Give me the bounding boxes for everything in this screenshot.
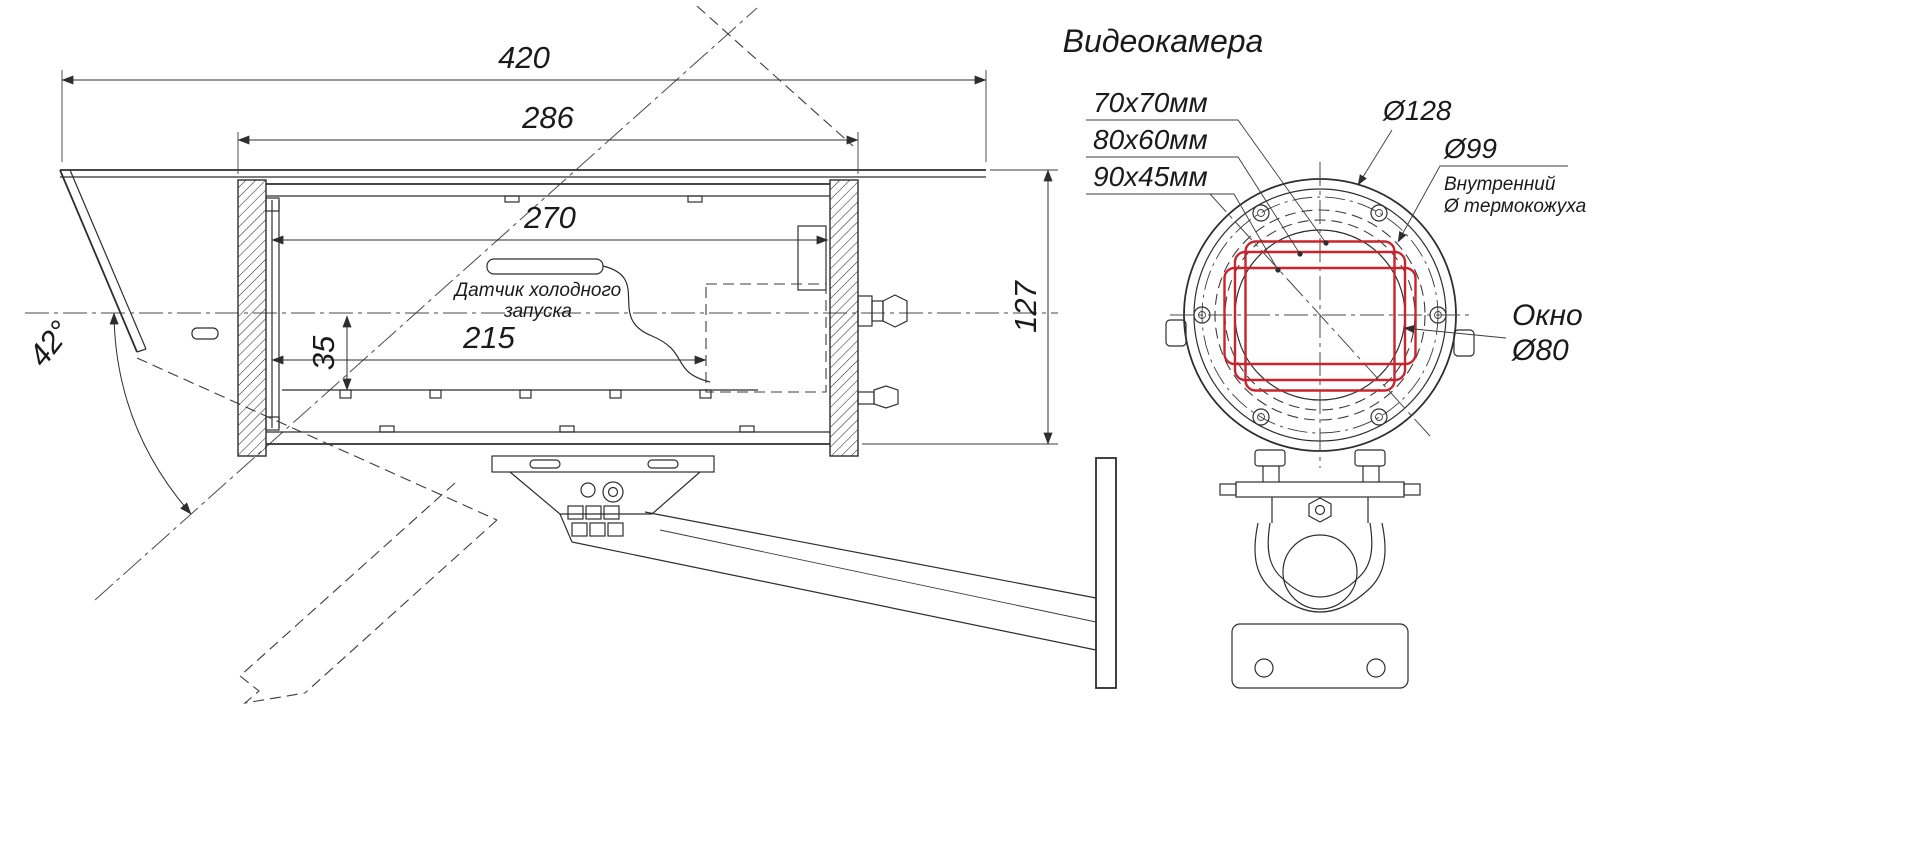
leader-70x70 <box>1086 119 1329 246</box>
right-lug <box>1453 329 1475 357</box>
camera-phantom-outline <box>705 283 827 393</box>
dim-label-270: 270 <box>523 200 576 235</box>
camera-size-label-70x70: 70x70мм <box>1093 87 1208 118</box>
dim-label-127: 127 <box>1008 279 1043 332</box>
sensor-label-line2: запуска <box>503 301 572 322</box>
tilt-angle-arc <box>109 312 192 515</box>
camera-size-label-80x60: 80x60мм <box>1093 124 1208 155</box>
tilt-axis-line <box>94 7 758 601</box>
dim-label-35: 35 <box>306 335 341 370</box>
side-view-dimensions: 420 286 270 215 35 127 <box>61 40 1058 445</box>
flange-bolts <box>1193 204 1447 426</box>
leader-90x45 <box>1086 193 1281 273</box>
dim-label-d99: Ø99 <box>1443 133 1497 164</box>
left-lug <box>1165 319 1187 347</box>
clamp-plate <box>1235 481 1405 498</box>
dim-label-d128: Ø128 <box>1382 95 1452 126</box>
housing-body <box>237 179 859 457</box>
camera-90x45-outline <box>1223 266 1417 366</box>
inner-note-line1: Внутренний <box>1444 174 1556 195</box>
shield-slot <box>191 327 219 340</box>
base-plate-hole-left <box>1254 658 1274 678</box>
rear-bolt <box>857 385 899 409</box>
base-plate <box>1231 623 1409 689</box>
side-view: 42° <box>22 5 1117 704</box>
sun-shield <box>59 169 986 353</box>
leader-80x60 <box>1086 156 1303 257</box>
front-view: Видеокамера 70x70мм 80x60мм 90x45мм Ø128… <box>1063 23 1587 689</box>
bracket-plate <box>491 455 715 473</box>
front-center-lines <box>1170 162 1470 468</box>
camera-70x70-outline <box>1244 240 1396 392</box>
arm-bottom-edge <box>571 541 1097 651</box>
camera-size-label-90x45: 90x45мм <box>1093 161 1208 192</box>
leader-d99 <box>1397 165 1568 243</box>
camera-80x60-outline <box>1233 250 1407 382</box>
tilt-angle-label: 42° <box>22 314 78 372</box>
sensor-cable <box>602 265 711 383</box>
front-view-title: Видеокамера <box>1063 23 1264 59</box>
base-plate-hole-right <box>1366 658 1386 678</box>
pivot-bolt <box>1308 497 1332 523</box>
leader-window <box>1403 324 1507 339</box>
front-bracket <box>1219 449 1421 689</box>
mounting-bracket <box>491 455 1117 689</box>
cable-gland <box>857 294 908 328</box>
housing-internals: Датчик холодного запуска <box>282 225 827 399</box>
sensor-label-line1: Датчик холодного <box>453 280 621 301</box>
cold-start-sensor <box>486 258 604 275</box>
window-label-line1: Окно <box>1512 299 1583 332</box>
rear-cap <box>829 179 859 457</box>
leader-d128 <box>1357 129 1393 186</box>
inner-note-line2: Ø термокожуха <box>1443 196 1586 217</box>
window-label-line2: Ø80 <box>1511 334 1569 367</box>
front-view-labels: Видеокамера 70x70мм 80x60мм 90x45мм Ø128… <box>1063 23 1587 367</box>
dim-label-420: 420 <box>498 40 550 75</box>
dim-label-215: 215 <box>462 320 515 355</box>
wall-plate <box>1095 457 1117 689</box>
pivot-cylinder <box>1282 534 1358 610</box>
heater-block <box>797 225 827 291</box>
window-glass <box>271 200 280 428</box>
dim-label-286: 286 <box>521 100 574 135</box>
arm-top-edge <box>644 511 1097 599</box>
camera-size-rectangles <box>1223 240 1417 392</box>
